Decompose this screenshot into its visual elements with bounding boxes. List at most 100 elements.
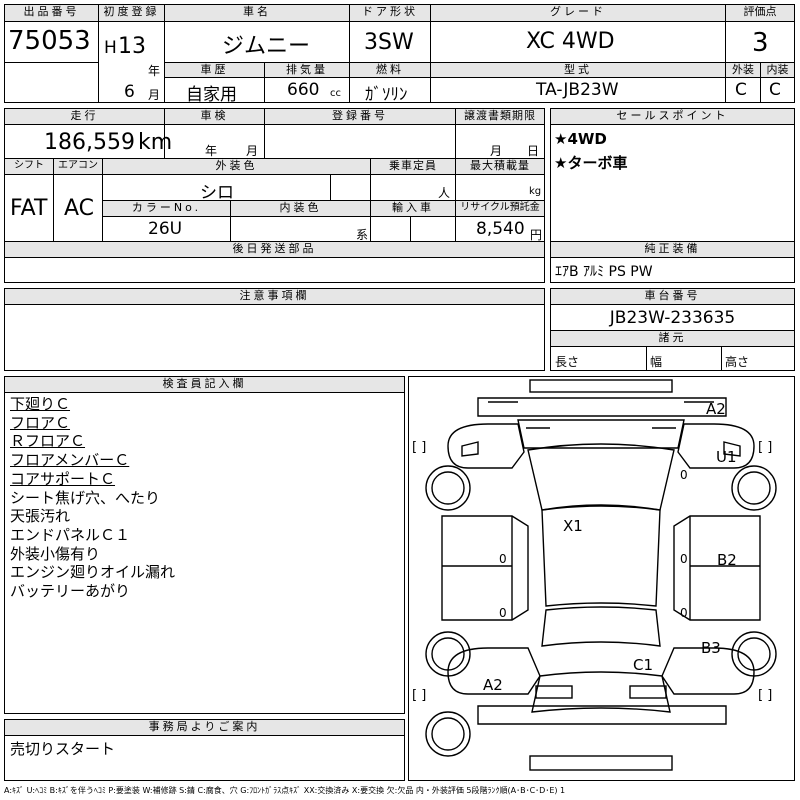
header-section (4, 4, 795, 103)
recycle-unit: 円 (530, 228, 543, 242)
chassis-section (550, 288, 795, 371)
diagram-bracket: [ ] (758, 440, 773, 455)
inspector-note-line: エンドパネルＣ１ (10, 525, 131, 544)
inspector-note-line: 下廻りＣ (10, 395, 71, 413)
interior-grade: C (769, 80, 781, 100)
inspection-label: 車検 (165, 109, 264, 124)
shift: FAT (10, 196, 48, 221)
interior-color-unit: 系 (356, 228, 369, 242)
era: H (104, 38, 117, 58)
lot-number: 75053 (8, 26, 91, 56)
inspector-note-line: ＲフロアＣ (10, 432, 86, 451)
later-parts-label: 後日発送部品 (5, 242, 544, 257)
car-name-label: 車名 (165, 5, 349, 21)
door-type: 3SW (364, 30, 414, 55)
grade: XC 4WD (526, 29, 615, 54)
interior-label: 内装 (761, 63, 794, 77)
width-label: 幅 (650, 355, 663, 369)
inspector-note-line: エンジン廻りオイル漏れ (10, 563, 176, 582)
interior-color-label: 内装色 (231, 201, 370, 216)
inspector-note-line: コアサポートＣ (10, 469, 116, 488)
lot-number-label: 出品番号 (5, 5, 98, 21)
recycle-label: リサイクル預託金 (456, 201, 544, 216)
selling-point-item: ★ターボ車 (554, 154, 628, 172)
car-name: ジムニー (222, 34, 311, 59)
inspector-note-line: シート焦げ穴、へたり (10, 488, 161, 507)
month-unit: 月 (148, 88, 161, 102)
import-label: 輸入車 (371, 201, 455, 216)
plate-label: 登録番号 (265, 109, 455, 124)
fuel-label: 燃料 (350, 63, 430, 77)
ac-label: エアコン (54, 159, 102, 174)
grade-label: グレード (431, 5, 725, 21)
damage-mark: C1 (633, 656, 654, 674)
history: 自家用 (186, 85, 237, 105)
exterior-color-label: 外装色 (103, 159, 370, 174)
recycle-deposit: 8,540 (476, 219, 525, 239)
diagram-bracket: [ ] (758, 688, 773, 703)
damage-mark: B3 (701, 639, 721, 657)
transfer-deadline-label: 譲渡書類期限 (456, 109, 544, 124)
legend: A:ｷｽﾞ U:ﾍｺﾐ B:ｷｽﾞを伴うﾍｺﾐ P:要塗装 W:補修跡 S:錆 … (4, 786, 566, 795)
damage-mark: U1 (716, 448, 737, 466)
door-type-label: ドア形状 (350, 5, 430, 21)
capacity-label: 乗車定員 (371, 159, 455, 174)
inspector-note-line: 天張汚れ (10, 507, 71, 526)
diagram-bracket: [ ] (412, 688, 427, 703)
inspector-note-line: フロアＣ (10, 413, 71, 432)
specs-label: 諸元 (551, 331, 794, 346)
transfer-day-unit: 日 (527, 144, 540, 158)
inspection-month-unit: 月 (246, 144, 259, 158)
chassis-label: 車台番号 (551, 289, 794, 304)
color-no-label: カラーNo. (103, 201, 230, 216)
inspector-note-line: 外装小傷有り (10, 544, 101, 563)
panel-zero: 0 (499, 552, 507, 566)
first-reg-year: 13 (118, 34, 146, 59)
inspector-label: 検査員記入欄 (5, 377, 404, 392)
history-label: 車歴 (165, 63, 264, 77)
office-section (4, 719, 405, 781)
notes-section (4, 288, 545, 371)
damage-mark: X1 (563, 517, 583, 535)
inspector-note-line: バッテリーあがり (10, 582, 131, 601)
selling-points-label: セールスポイント (551, 109, 794, 124)
displacement-label: 排気量 (265, 63, 349, 77)
max-load-label: 最大積載量 (456, 159, 544, 174)
capacity-unit: 人 (438, 186, 451, 200)
mileage-label: 走行 (5, 109, 164, 124)
panel-zero: 0 (680, 468, 688, 482)
equipment-value: ｴｱB ｱﾙﾐ PS PW (555, 264, 653, 280)
first-reg-month: 6 (124, 82, 135, 102)
exterior-color: シロ (200, 183, 234, 203)
office-message: 売切りスタート (10, 740, 116, 758)
shift-label: シフト (5, 159, 53, 174)
exterior-grade: C (735, 80, 747, 100)
score-label: 評価点 (726, 5, 794, 21)
mileage-unit: km (138, 130, 173, 155)
load-unit: kg (529, 186, 542, 197)
diagram-bracket: [ ] (412, 440, 427, 455)
inspection-year-unit: 年 (205, 144, 218, 158)
inspector-note-line: フロアメンバーＣ (10, 451, 130, 470)
length-label: 長さ (555, 355, 580, 369)
displacement-unit: cc (330, 88, 341, 99)
car-damage-diagram (408, 376, 795, 781)
color-no: 26U (148, 219, 183, 239)
year-unit: 年 (148, 64, 161, 78)
chassis-number: JB23W-233635 (609, 308, 736, 328)
fuel: ｶﾞｿﾘﾝ (365, 85, 408, 105)
selling-point-item: ★4WD (554, 130, 607, 148)
damage-mark: A2 (483, 676, 503, 694)
inspector-section (4, 376, 405, 714)
damage-mark: A2 (706, 400, 726, 418)
ac: AC (64, 196, 95, 221)
exterior-label: 外装 (726, 63, 760, 77)
model-label: 型式 (431, 63, 725, 77)
office-label: 事務局よりご案内 (5, 720, 404, 735)
damage-mark: B2 (717, 551, 737, 569)
notes-label: 注意事項欄 (5, 289, 544, 304)
model: TA-JB23W (536, 80, 619, 100)
score: 3 (752, 28, 769, 58)
vehicle-info-section (4, 108, 545, 283)
